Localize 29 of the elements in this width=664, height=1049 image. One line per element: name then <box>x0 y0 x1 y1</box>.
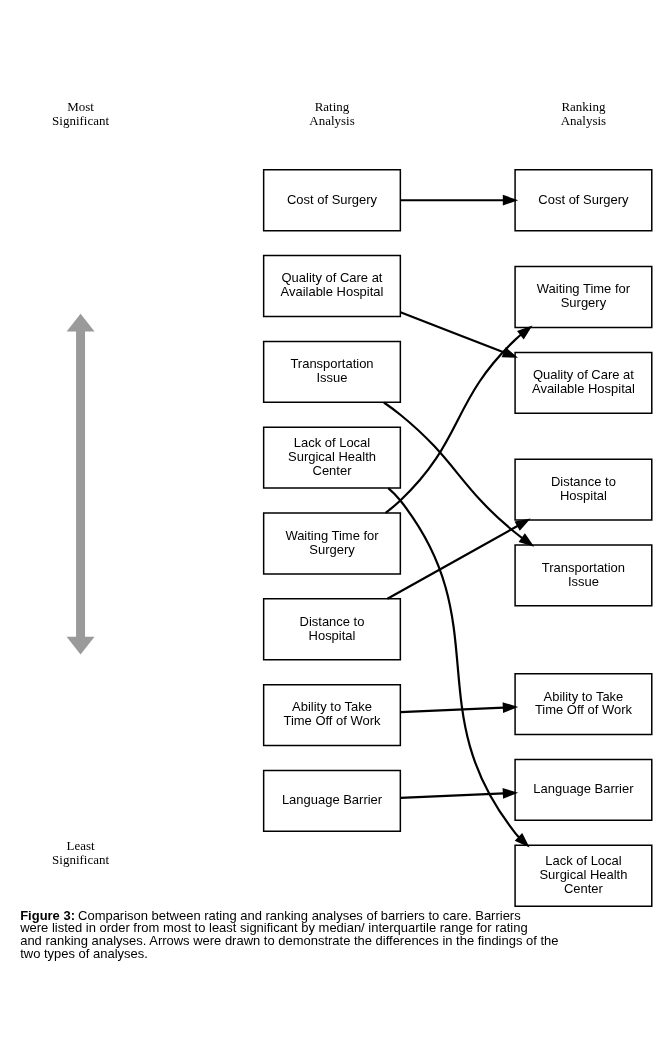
node-box: Language Barrier <box>262 769 402 832</box>
label: Least Significant <box>52 837 110 867</box>
label: Ranking Analysis <box>560 98 607 128</box>
node-box: Lack of Local Surgical Health Center <box>262 425 402 489</box>
caption: Figure 3: Comparison between rating and ranking analyses of barriers to care. Barriers were listed in order from most to least significant by median/ interquartile range for rating and ranking analyses. Arrows were drawn to demonstrate the differences in the findings of the two types of analyses. <box>20 907 559 961</box>
node-box: Cost of Surgery <box>262 168 402 231</box>
node-box: Distance to Hospital <box>262 597 402 660</box>
node-box: Quality of Care at Available Hospital <box>514 351 653 414</box>
arrow <box>387 486 530 847</box>
node-box: Lack of Local Surgical Health Center <box>514 844 653 907</box>
label: Most Significant <box>52 98 110 128</box>
node-box: Transportation Issue <box>262 340 402 403</box>
node-box: Waiting Time for Surgery <box>514 265 653 328</box>
label: Rating Analysis <box>309 98 355 128</box>
node-box: Cost of Surgery <box>514 168 653 231</box>
node-box: Distance to Hospital <box>514 457 653 521</box>
node-box: Ability to Take Time Off of Work <box>262 683 402 746</box>
node-box: Language Barrier <box>514 758 653 821</box>
node-box: Ability to Take Time Off of Work <box>514 672 653 735</box>
arrow <box>400 787 519 799</box>
arrow <box>400 310 518 358</box>
node-box: Quality of Care at Available Hospital <box>262 254 402 317</box>
arrow <box>384 325 533 514</box>
arrow <box>400 701 519 713</box>
arrow <box>400 194 519 206</box>
arrow <box>383 401 535 547</box>
arrow <box>386 518 531 600</box>
node-box: Waiting Time for Surgery <box>262 511 402 575</box>
node-box: Transportation Issue <box>514 543 653 607</box>
